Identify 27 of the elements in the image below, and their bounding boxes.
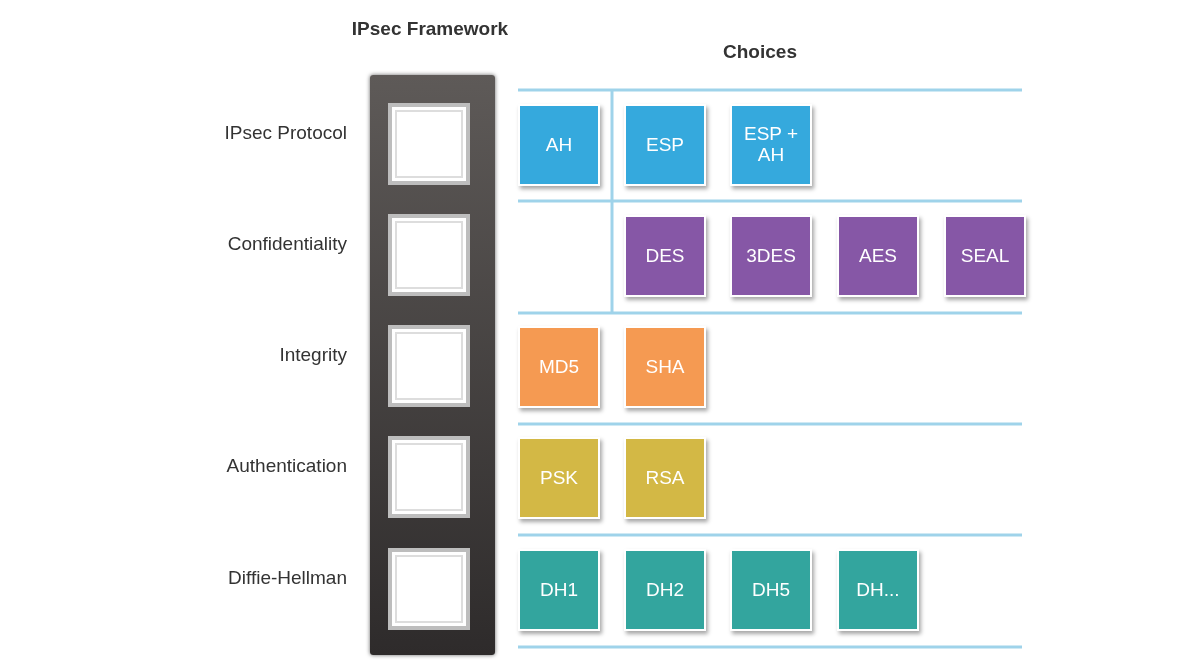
- row-label: Integrity: [278, 344, 347, 366]
- choice-box: DH2: [624, 549, 706, 631]
- row-label: IPsec Protocol: [223, 122, 347, 144]
- choice-box: DH1: [518, 549, 600, 631]
- empty-slot: [388, 325, 470, 407]
- empty-slot: [388, 103, 470, 185]
- choice-box: RSA: [624, 437, 706, 519]
- choice-box: DH5: [730, 549, 812, 631]
- choice-box: AES: [837, 215, 919, 297]
- empty-slot: [388, 548, 470, 630]
- choice-box: SHA: [624, 326, 706, 408]
- choice-box: 3DES: [730, 215, 812, 297]
- panel-heading: IPsec Framework: [350, 18, 510, 40]
- choice-box: DES: [624, 215, 706, 297]
- choice-box: SEAL: [944, 215, 1026, 297]
- choice-box: DH...: [837, 549, 919, 631]
- row-label: Confidentiality: [226, 233, 347, 255]
- choice-box: ESP: [624, 104, 706, 186]
- row-label: Authentication: [225, 455, 347, 477]
- choice-box: AH: [518, 104, 600, 186]
- column-heading: Choices: [722, 41, 798, 63]
- empty-slot: [388, 214, 470, 296]
- choice-box: PSK: [518, 437, 600, 519]
- row-label: Diffie-Hellman: [227, 567, 347, 589]
- empty-slot: [388, 436, 470, 518]
- choice-box: MD5: [518, 326, 600, 408]
- choice-box: ESP + AH: [730, 104, 812, 186]
